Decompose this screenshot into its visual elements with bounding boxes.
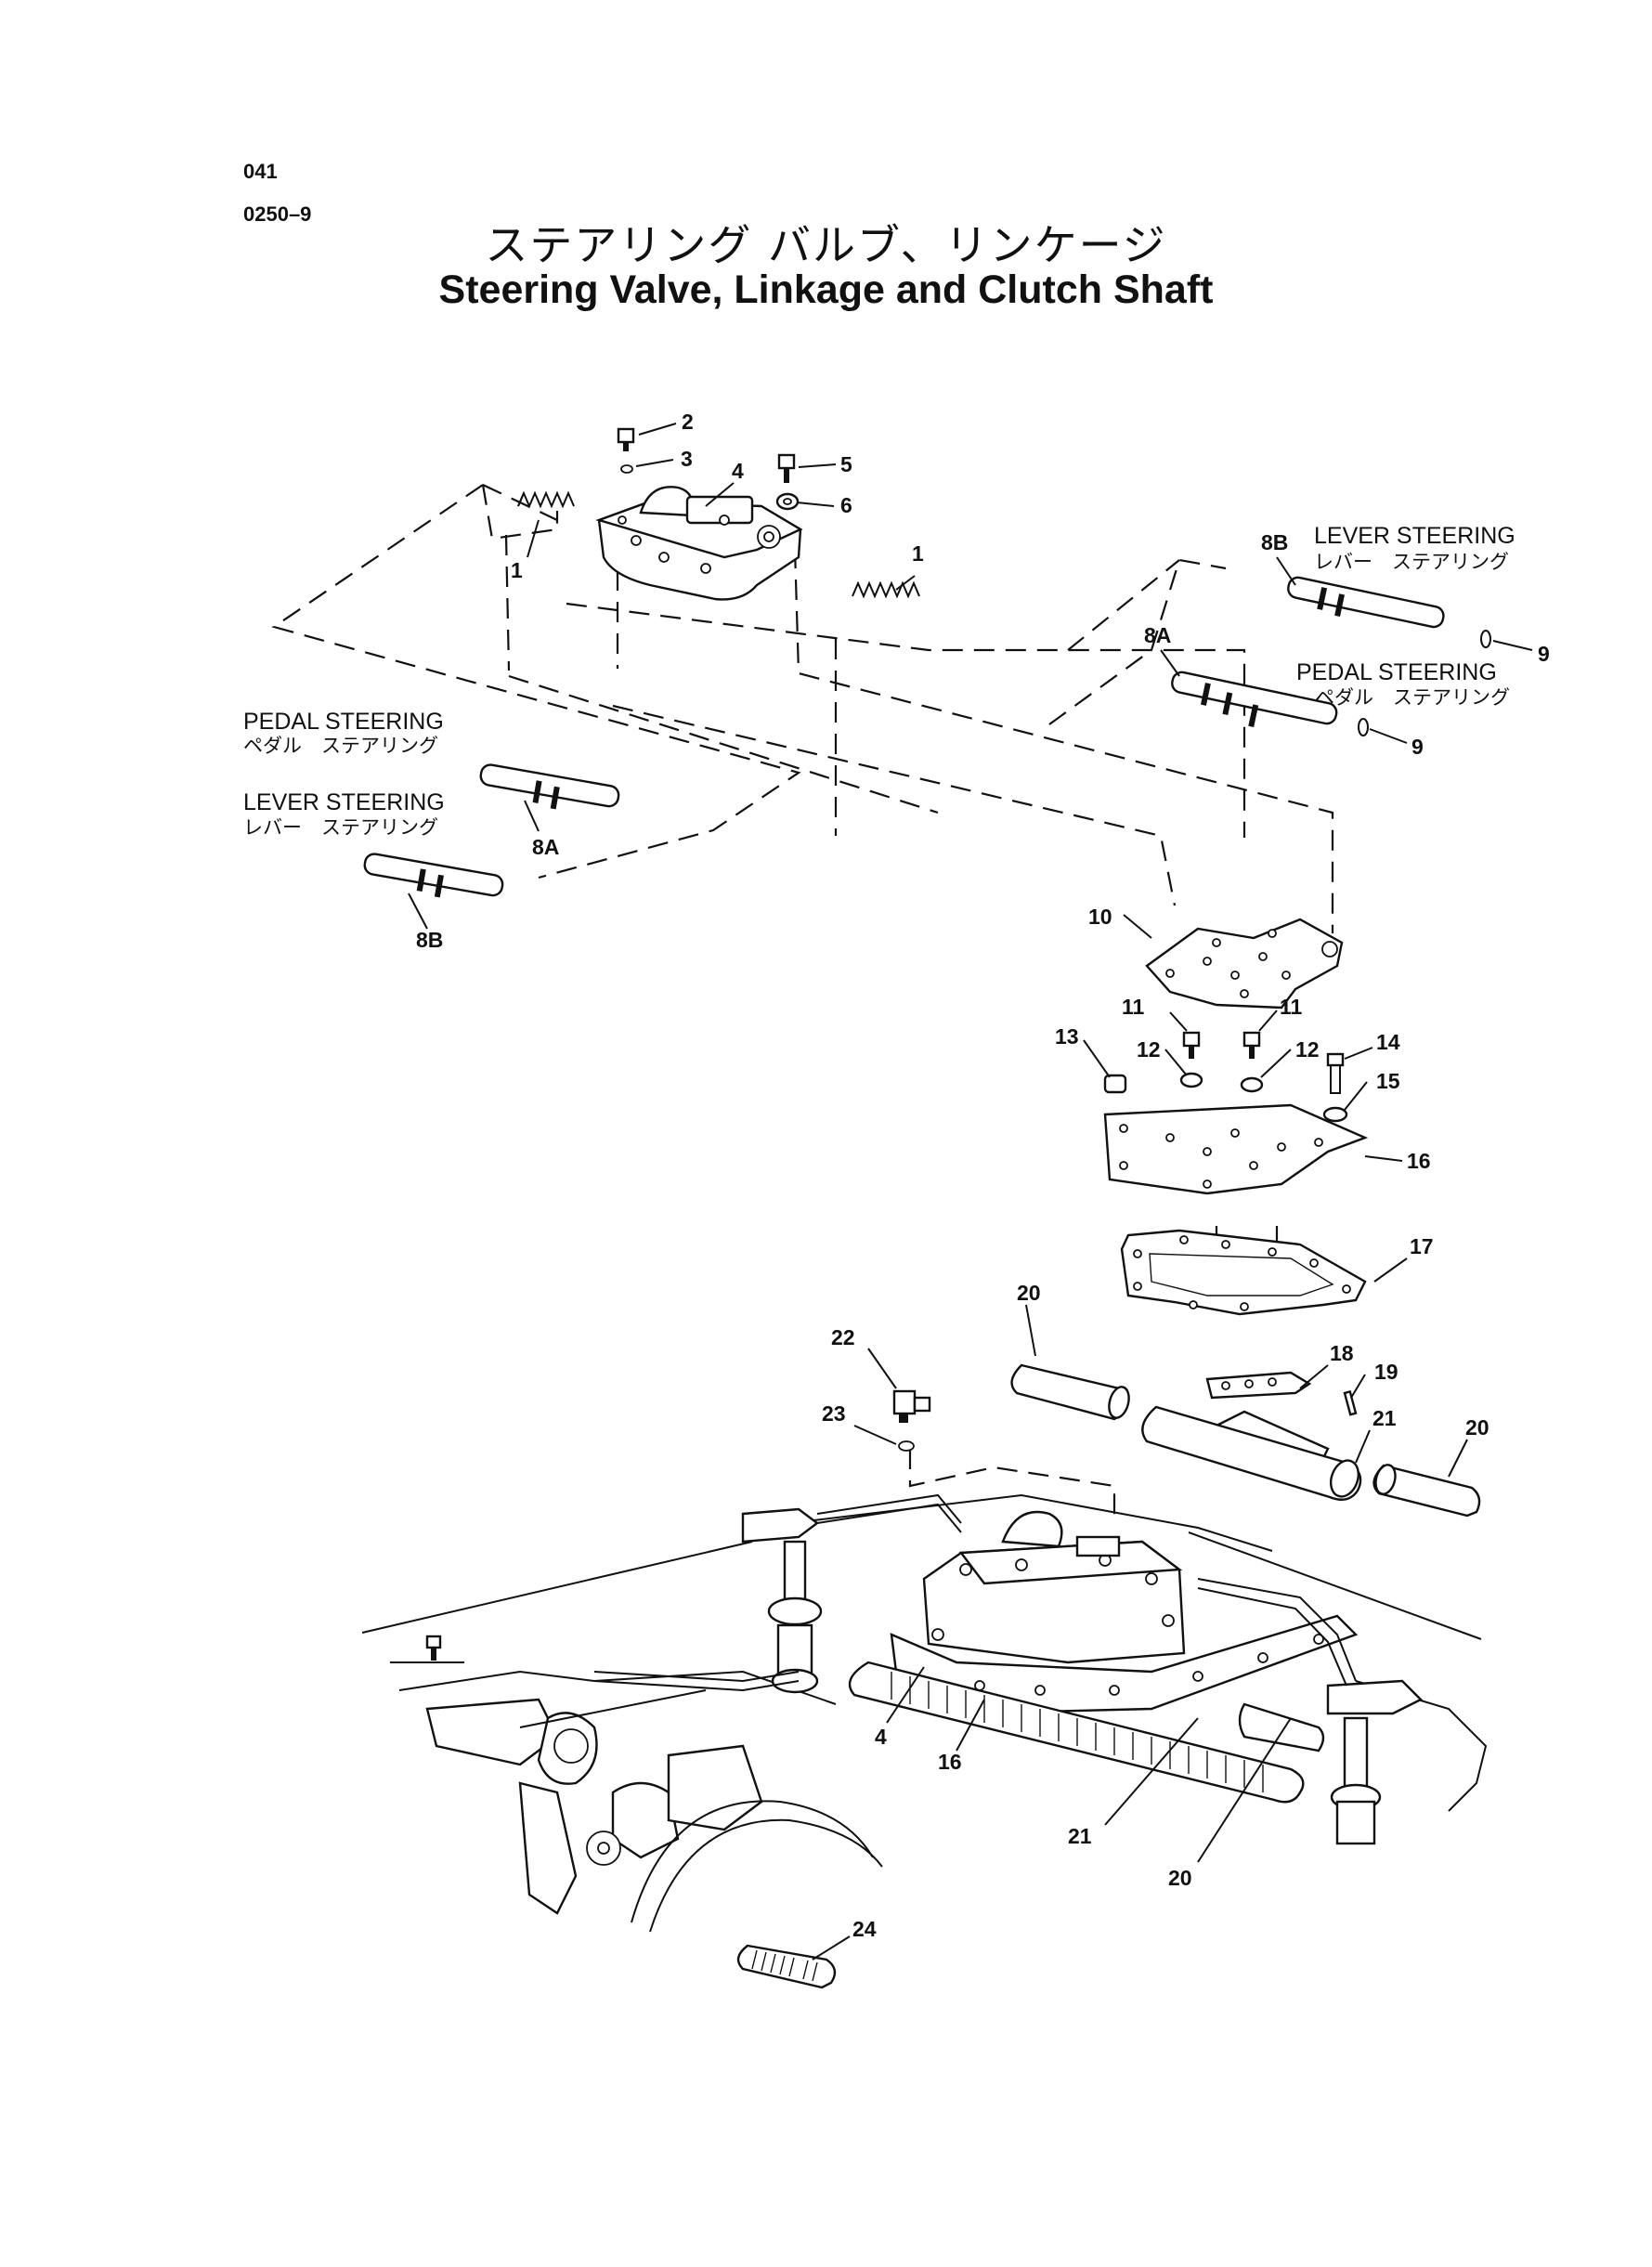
page-title: Steering Valve, Linkage and Clutch Shaft	[438, 267, 1214, 312]
callout-numbers: 2 3 4 5 6 1 1 8B 8A 9 9 8A 8B 10 11 11 1…	[416, 410, 1550, 1941]
callout-8b-left: 8B	[416, 928, 443, 952]
callout-3: 3	[681, 447, 693, 471]
callout-1-left: 1	[511, 558, 523, 582]
o-ring-23	[898, 1440, 915, 1452]
o-ring-9-lower	[1358, 718, 1369, 736]
callout-18: 18	[1330, 1341, 1354, 1365]
bolt-5	[777, 453, 796, 483]
fitting-22	[892, 1389, 931, 1423]
sleeve-21-lower	[1372, 1464, 1481, 1518]
label-lever-steering-jp-right: レバー ステアリング	[1314, 551, 1509, 573]
spool-8b-left	[363, 853, 504, 898]
callout-8a-right: 8A	[1144, 623, 1171, 647]
bolt-14	[1326, 1052, 1345, 1094]
callout-12-right: 12	[1295, 1037, 1320, 1062]
callout-11-right: 11	[1280, 995, 1303, 1019]
assembly-guide-lines	[271, 484, 1334, 1523]
callout-6: 6	[840, 493, 852, 517]
bolt-2	[617, 427, 635, 451]
callout-2: 2	[682, 410, 694, 434]
label-pedal-steering-left: PEDAL STEERING	[243, 709, 444, 735]
gasket-17	[1120, 1229, 1367, 1316]
label-pedal-steering-right: PEDAL STEERING	[1296, 659, 1497, 685]
washer-12-right	[1240, 1076, 1264, 1093]
callout-21-lower: 20	[1168, 1866, 1192, 1890]
spring-1-left	[517, 490, 575, 509]
spool-8b-right	[1287, 576, 1445, 629]
callout-9-upper: 9	[1538, 642, 1550, 666]
tube-20	[1141, 1405, 1362, 1501]
callout-4: 4	[732, 459, 744, 483]
callout-20-lower: 21	[1068, 1824, 1092, 1848]
callout-8b-right: 8B	[1261, 530, 1288, 554]
callout-21-upper: 20	[1017, 1281, 1041, 1305]
bolt-11-left	[1182, 1031, 1201, 1059]
linkage-right	[1197, 1578, 1424, 1845]
leader-lines	[408, 423, 1533, 1961]
callout-13: 13	[1055, 1024, 1079, 1049]
callout-17: 17	[1410, 1234, 1434, 1258]
callout-16-lower: 16	[938, 1750, 962, 1774]
o-ring-9-upper	[1480, 630, 1491, 648]
o-ring-3	[620, 464, 633, 474]
callout-9-lower: 9	[1411, 735, 1424, 759]
callout-20: 21	[1372, 1406, 1397, 1430]
callout-19: 19	[1374, 1360, 1398, 1384]
washer-15	[1322, 1106, 1348, 1123]
valve-assembly-installed	[922, 1510, 1186, 1664]
callout-8a-left: 8A	[532, 835, 559, 859]
callout-22: 22	[831, 1325, 855, 1349]
callout-24: 24	[852, 1917, 877, 1941]
callout-12-left: 12	[1137, 1037, 1161, 1062]
plate-16	[1103, 1103, 1369, 1195]
callout-10: 10	[1088, 905, 1112, 929]
callout-15: 15	[1376, 1069, 1400, 1093]
clutch-shaft-24	[736, 1944, 837, 1989]
page-code: 041	[243, 160, 278, 183]
linkage-left	[593, 1493, 962, 1694]
section-code: 0250–9	[243, 202, 312, 226]
callout-4-lower: 4	[875, 1725, 887, 1749]
bolt-11-right	[1242, 1031, 1261, 1059]
steering-type-labels: LEVER STEERING レバー ステアリング PEDAL STEERING…	[243, 523, 1515, 839]
label-lever-steering-left: LEVER STEERING	[243, 789, 445, 815]
callout-1-right: 1	[912, 541, 924, 566]
label-lever-steering-jp-left: レバー ステアリング	[243, 816, 438, 839]
spool-8a-left	[479, 763, 620, 810]
callout-14: 14	[1376, 1030, 1400, 1054]
left-mechanism	[390, 1661, 763, 1915]
label-pedal-steering-jp-left: ペダル ステアリング	[243, 735, 438, 757]
steering-valve-body	[595, 486, 803, 601]
plug-13	[1103, 1074, 1127, 1094]
callout-11-left: 11	[1122, 995, 1145, 1019]
callout-16: 16	[1407, 1149, 1431, 1173]
label-pedal-steering-jp-right: ペダル ステアリング	[1315, 686, 1510, 709]
tube-20-installed	[848, 1661, 1305, 1804]
brake-drum	[631, 1800, 883, 1933]
plate-10	[1145, 918, 1344, 1010]
bolt-lower-left	[425, 1635, 442, 1661]
label-lever-steering-right: LEVER STEERING	[1314, 523, 1515, 549]
washer-12-left	[1179, 1072, 1203, 1088]
spring-1-right	[852, 580, 920, 599]
page-title-japanese: ステアリング バルブ、リンケージ	[485, 220, 1167, 270]
sleeve-21-upper	[1010, 1363, 1130, 1421]
sleeve-21-installed	[1238, 1702, 1325, 1752]
callout-5: 5	[840, 452, 852, 476]
callout-21-right: 20	[1465, 1415, 1489, 1440]
spool-8a-right	[1171, 671, 1338, 728]
callout-23: 23	[822, 1401, 846, 1426]
pin-19	[1343, 1389, 1358, 1416]
